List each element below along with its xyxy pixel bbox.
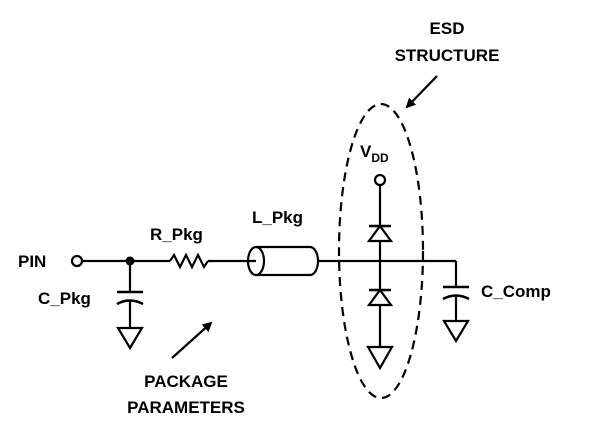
package-pointer-arrow [171, 321, 213, 359]
l-pkg-inductor-body [256, 245, 320, 277]
esd-pointer-arrow [405, 75, 438, 109]
vdd-main: V [360, 142, 372, 161]
vdd-subscript: DD [371, 151, 389, 165]
vdd-label: VDD [360, 142, 389, 165]
vdd-terminal [373, 173, 387, 187]
c-comp-ground-icon [442, 319, 470, 344]
r-pkg-label: R_Pkg [150, 225, 203, 244]
esd-label-line2: STRUCTURE [395, 46, 500, 65]
l-pkg-label: L_Pkg [252, 208, 303, 227]
esd-ground-icon [366, 345, 394, 371]
pkg-label-line1: PACKAGE [144, 372, 228, 391]
pin-label: PIN [18, 252, 46, 271]
pkg-label-line2: PARAMETERS [127, 398, 245, 417]
r-pkg-resistor [169, 252, 209, 270]
esd-boundary-ellipse [337, 102, 425, 400]
diode-upper-triangle [366, 224, 394, 243]
diode-lower-triangle [366, 288, 394, 307]
pin-terminal [70, 254, 84, 268]
c-pkg-ground-icon [116, 326, 144, 351]
l-pkg-inductor-face [246, 245, 266, 277]
c-pkg-label: C_Pkg [38, 289, 91, 308]
c-comp-label: C_Comp [481, 282, 551, 301]
esd-label-line1: ESD [430, 19, 465, 38]
